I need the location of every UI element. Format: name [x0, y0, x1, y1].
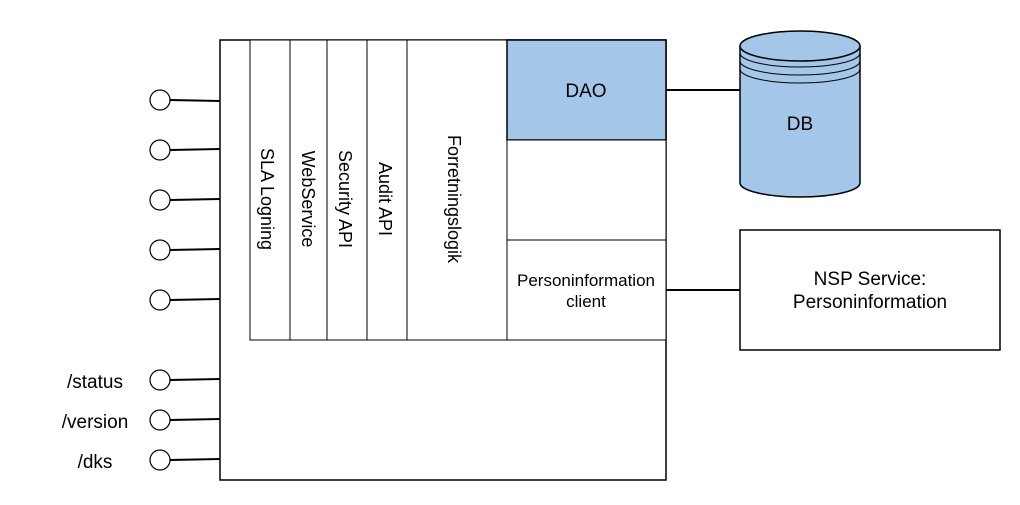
- layer-sla-label: SLA Logning: [257, 148, 277, 250]
- endpoint-status: /status: [67, 369, 221, 393]
- endpoint-version: /version: [62, 409, 221, 433]
- db-label: DB: [787, 114, 813, 135]
- db-body: [739, 46, 861, 198]
- interface-port-line: [169, 99, 221, 102]
- layer-webservice-label: WebService: [298, 151, 318, 248]
- nsp-service-box: [739, 229, 1001, 351]
- interface-port-circle: [149, 139, 171, 161]
- layer-audit-label: Audit API: [375, 162, 395, 236]
- interface-port-line: [169, 198, 221, 201]
- layer-business-label: Forretningslogik: [444, 135, 464, 264]
- interface-port-line: [169, 148, 221, 151]
- db-ring-3: [739, 68, 861, 84]
- interface-port-5: [149, 289, 221, 311]
- interface-port-2: [149, 139, 221, 161]
- nsp-service-label-line1: NSP Service:: [814, 269, 927, 290]
- interface-port-circle: [149, 189, 171, 211]
- personinformation-client-box: [506, 239, 667, 341]
- db-ring-1: [739, 52, 861, 68]
- interface-port-circle: [149, 239, 171, 261]
- layer-security-label: Security API: [335, 150, 355, 248]
- interface-port-line: [169, 248, 221, 251]
- endpoint-dks: /dks: [78, 449, 221, 473]
- layer-business-box: [406, 39, 508, 341]
- endpoint-version-circle: [149, 409, 171, 431]
- endpoint-version-line: [169, 418, 221, 421]
- endpoint-status-circle: [149, 369, 171, 391]
- endpoint-dks-circle: [149, 449, 171, 471]
- personinformation-client-label-line2: client: [566, 292, 606, 311]
- db-top: [739, 30, 861, 62]
- layer-security-box: [326, 39, 368, 341]
- interface-port-circle: [149, 289, 171, 311]
- interface-port-line: [169, 298, 221, 301]
- endpoint-status-label: /status: [67, 372, 123, 393]
- interface-port-4: [149, 239, 221, 261]
- layer-audit-box: [366, 39, 408, 341]
- interface-port-3: [149, 189, 221, 211]
- db-cylinder: [739, 30, 861, 198]
- endpoint-dks-line: [169, 458, 221, 461]
- endpoint-dks-label: /dks: [78, 452, 113, 473]
- layer-webservice-box: [289, 39, 328, 341]
- layer-sla-box: [249, 39, 291, 341]
- empty-slot-box: [506, 139, 667, 241]
- personinformation-client-label-line1: Personinformation: [517, 271, 655, 290]
- db-ring-2: [739, 60, 861, 76]
- interface-port-circle: [149, 89, 171, 111]
- dao-label: DAO: [565, 81, 606, 102]
- endpoint-status-line: [169, 378, 221, 381]
- endpoint-version-label: /version: [62, 412, 129, 433]
- interface-port-1: [149, 89, 221, 111]
- nsp-service-label-line2: Personinformation: [793, 292, 947, 313]
